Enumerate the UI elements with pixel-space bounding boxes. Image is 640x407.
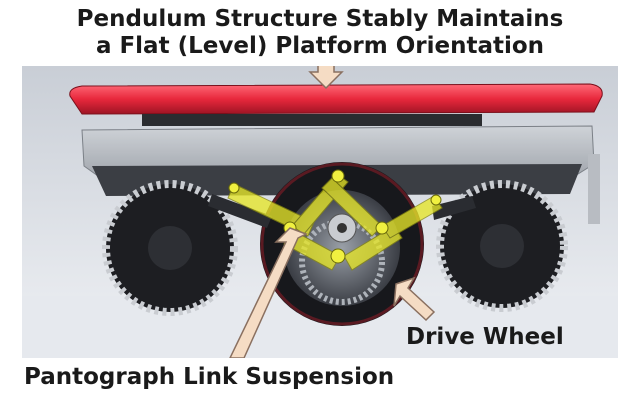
- left-wheel-hub: [148, 226, 192, 270]
- drive-wheel-rim-red: [260, 162, 424, 326]
- center-hub-dot: [337, 223, 347, 233]
- title-line-2: a Flat (Level) Platform Orientation: [95, 33, 545, 59]
- left-arm: [208, 194, 272, 228]
- robot-illustration: [22, 66, 618, 358]
- joint-top: [331, 169, 345, 183]
- right-arm: [432, 196, 476, 220]
- rear-post: [588, 154, 600, 224]
- pantograph-arrow: [229, 227, 308, 358]
- drive-wheel-label: Drive Wheel: [406, 324, 564, 350]
- drive-wheel-arrow: [393, 276, 436, 322]
- platform-underside: [142, 114, 482, 126]
- title-line-1: Pendulum Structure Stably Maintains: [76, 6, 564, 32]
- joint-outer-right: [430, 194, 442, 206]
- joint-right: [375, 221, 389, 235]
- right-wheel-hub: [480, 224, 524, 268]
- joint-bottom: [330, 248, 346, 264]
- link-center-right: [321, 177, 383, 237]
- top-down-arrow: [308, 66, 344, 90]
- pantograph-label: Pantograph Link Suspension: [24, 364, 395, 390]
- left-wheel-rim: [102, 180, 238, 316]
- link-right-lower: [343, 225, 403, 271]
- red-platform: [69, 83, 603, 115]
- joint-outer-left: [228, 182, 240, 194]
- link-right-upper: [381, 195, 443, 239]
- right-wheel-rim: [436, 180, 568, 312]
